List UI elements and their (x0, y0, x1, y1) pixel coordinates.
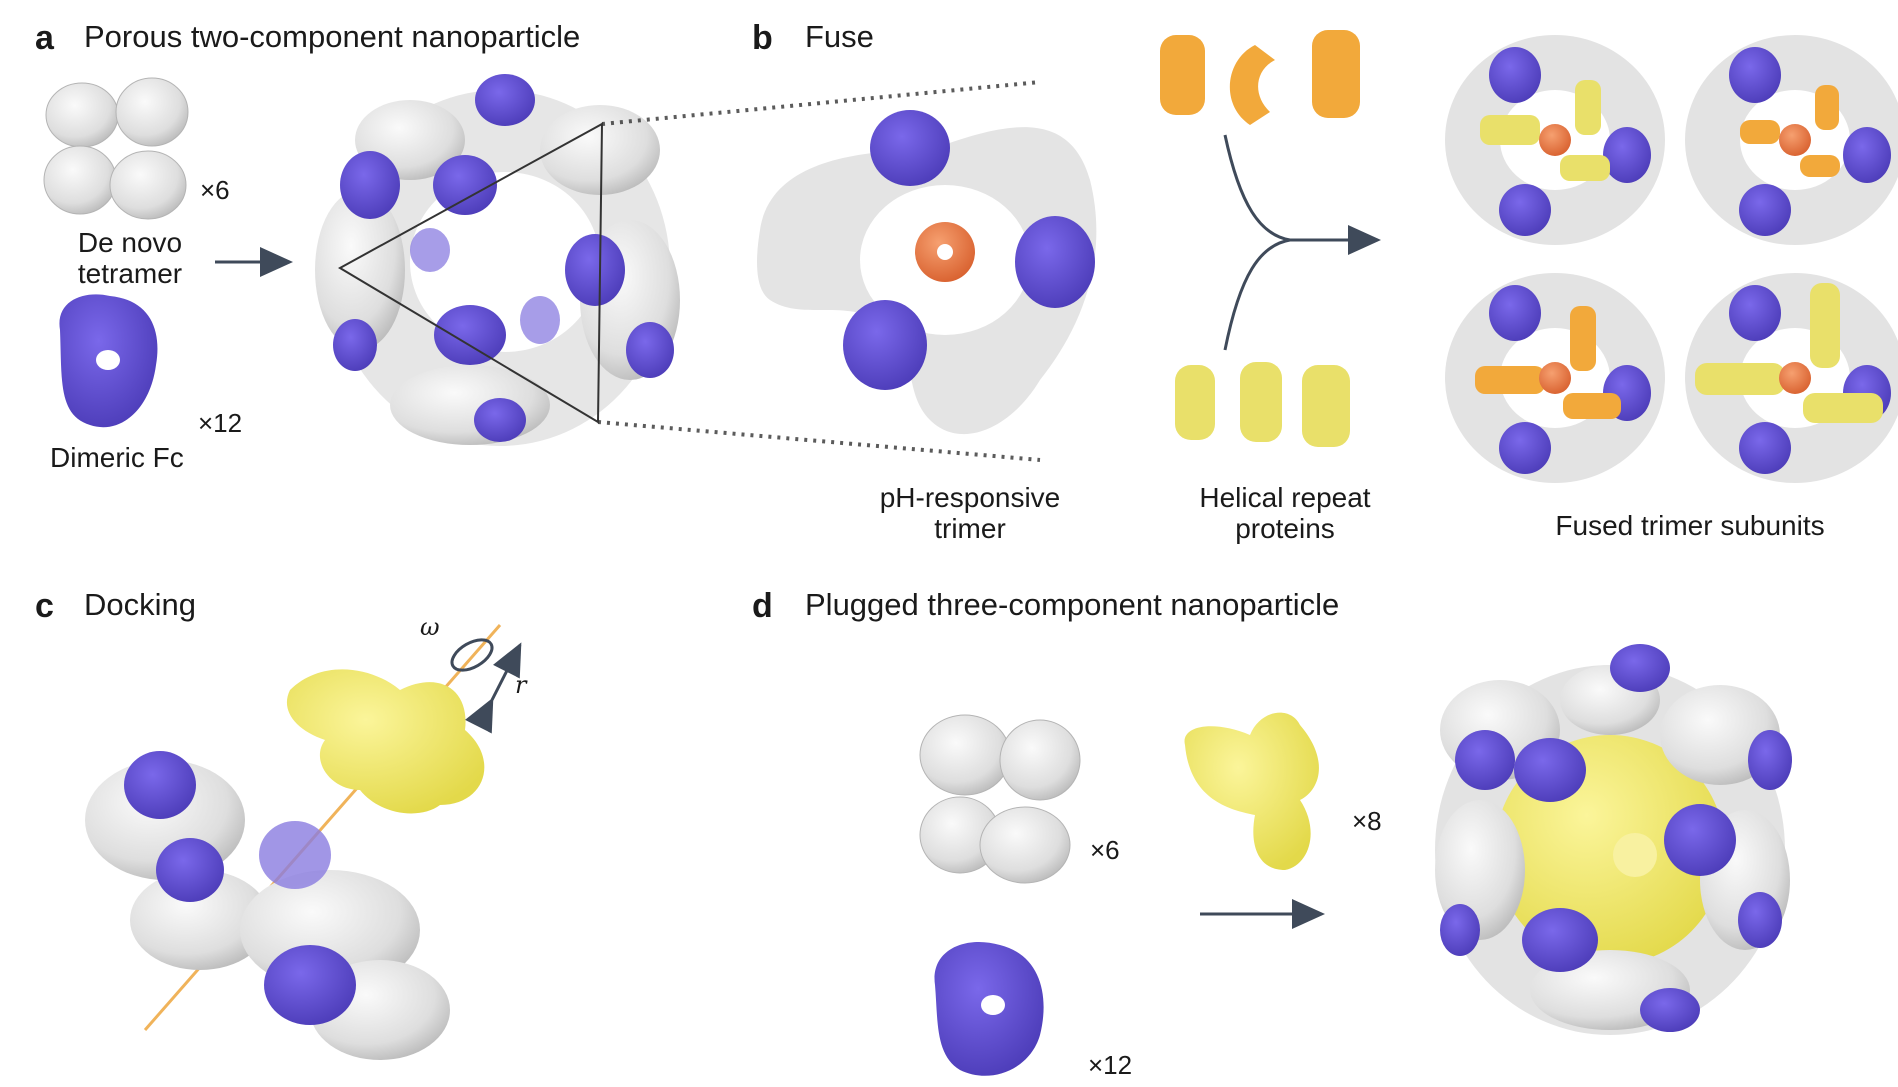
fused-trimer-label: Fused trimer subunits (1555, 510, 1825, 541)
plug-count: ×8 (1352, 806, 1382, 836)
fused-trimer-grid (1445, 35, 1898, 483)
tetramer-count: ×6 (200, 175, 230, 205)
panel-a-letter: a (35, 19, 54, 57)
tetramer-icon (919, 714, 1081, 884)
panel-d-title: Plugged three-component nanoparticle (805, 587, 1340, 622)
fc-count-d: ×12 (1088, 1050, 1133, 1080)
panel-d-letter: d (752, 587, 773, 625)
tetramer-label: De novo tetramer (77, 227, 183, 289)
nanoparticle-icon (1435, 644, 1792, 1035)
panel-b-letter: b (752, 19, 773, 57)
omega-label: ω (420, 613, 440, 641)
zoom-line-top (601, 80, 1041, 126)
helical-repeat-label: Helical repeat proteins (1199, 482, 1371, 544)
ph-trimer-label: pH-responsive trimer (879, 482, 1061, 544)
panel-c-title: Docking (84, 587, 196, 622)
arrow-icon (1223, 134, 1291, 351)
dimeric-fc-icon (59, 294, 158, 428)
ph-trimer-icon (757, 110, 1097, 435)
tetramer-count-d: ×6 (1090, 835, 1120, 865)
panel-b-title: Fuse (805, 19, 874, 54)
docking-assembly (85, 669, 485, 1060)
fc-count: ×12 (198, 408, 243, 438)
dimeric-fc-label: Dimeric Fc (50, 442, 184, 473)
helical-repeat-icon (1160, 30, 1360, 447)
zoom-line-bottom (597, 420, 1041, 462)
dimeric-fc-icon (934, 941, 1044, 1076)
translation-arrow-icon (465, 642, 522, 734)
nanoparticle-icon (315, 74, 680, 446)
panel-a-title: Porous two-component nanoparticle (84, 19, 581, 54)
r-label: r (515, 671, 527, 699)
panel-c-letter: c (35, 587, 54, 625)
tetramer-icon (43, 77, 189, 220)
plug-trimer-icon (1184, 712, 1319, 870)
